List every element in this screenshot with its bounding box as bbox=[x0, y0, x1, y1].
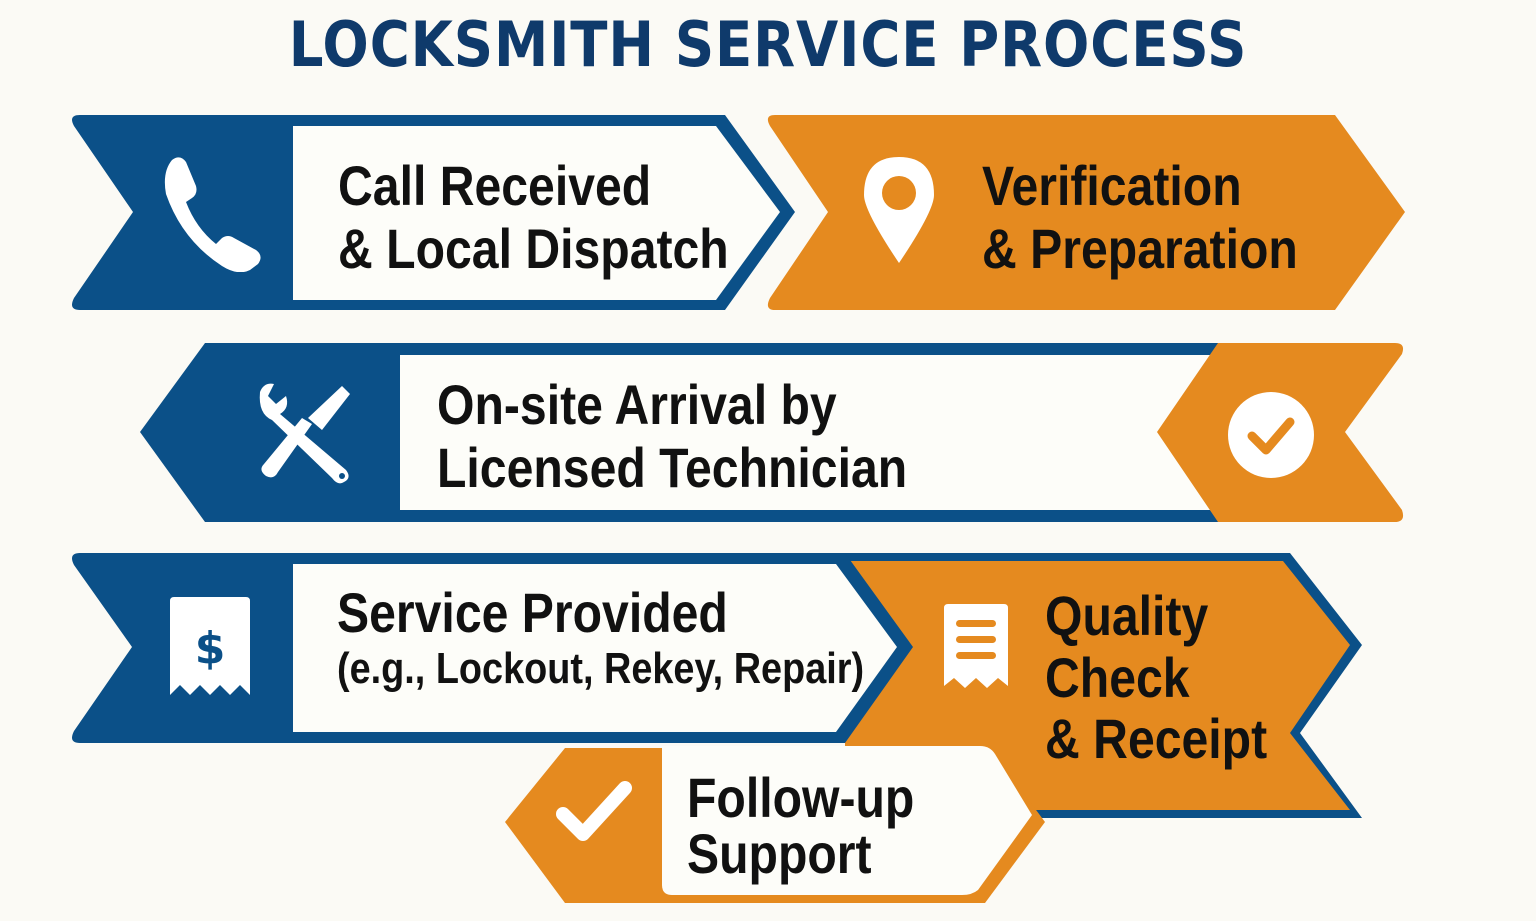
step-2-arrow bbox=[767, 115, 1405, 310]
step-3-label: On-site Arrival by Licensed Technician bbox=[437, 373, 908, 499]
step-4-arrow bbox=[72, 553, 913, 743]
step-2-line-1: Verification bbox=[982, 154, 1242, 217]
tools-icon bbox=[259, 383, 350, 484]
step-4-label: Service Provided (e.g., Lockout, Rekey, … bbox=[337, 585, 864, 691]
step-1-line-1: Call Received bbox=[338, 154, 652, 217]
step-6-label: Follow-up Support bbox=[687, 770, 914, 882]
step-5-line-1: Quality bbox=[1045, 584, 1209, 647]
step-4-line-2: (e.g., Lockout, Rekey, Repair) bbox=[337, 644, 865, 693]
step-4-line-1: Service Provided bbox=[337, 581, 728, 644]
receipt-dollar-icon: $ bbox=[170, 597, 250, 695]
step-2-line-2: & Preparation bbox=[982, 216, 1298, 280]
svg-text:$: $ bbox=[195, 623, 226, 674]
step-5-label: Quality Check & Receipt bbox=[1045, 585, 1267, 770]
step-3-line-2: Licensed Technician bbox=[437, 435, 908, 499]
step-2-label: Verification & Preparation bbox=[982, 154, 1298, 280]
step-5-line-2: Check bbox=[1045, 645, 1190, 709]
step-1-label: Call Received & Local Dispatch bbox=[338, 154, 729, 280]
step-6-arrow bbox=[505, 746, 1045, 903]
page-title: LOCKSMITH SERVICE PROCESS bbox=[288, 8, 1248, 81]
step-5-line-3: & Receipt bbox=[1045, 707, 1268, 771]
step-3-line-1: On-site Arrival by bbox=[437, 373, 837, 436]
step-6-line-2: Support bbox=[687, 822, 872, 885]
location-pin-icon bbox=[864, 157, 934, 263]
checkmark-icon bbox=[556, 781, 632, 841]
phone-icon bbox=[164, 157, 261, 272]
step-1-line-2: & Local Dispatch bbox=[338, 216, 729, 280]
step-6-line-1: Follow-up bbox=[687, 766, 915, 829]
check-circle-icon bbox=[1228, 392, 1314, 478]
receipt-lines-icon bbox=[944, 604, 1008, 688]
step-3-arrow bbox=[140, 343, 1404, 522]
